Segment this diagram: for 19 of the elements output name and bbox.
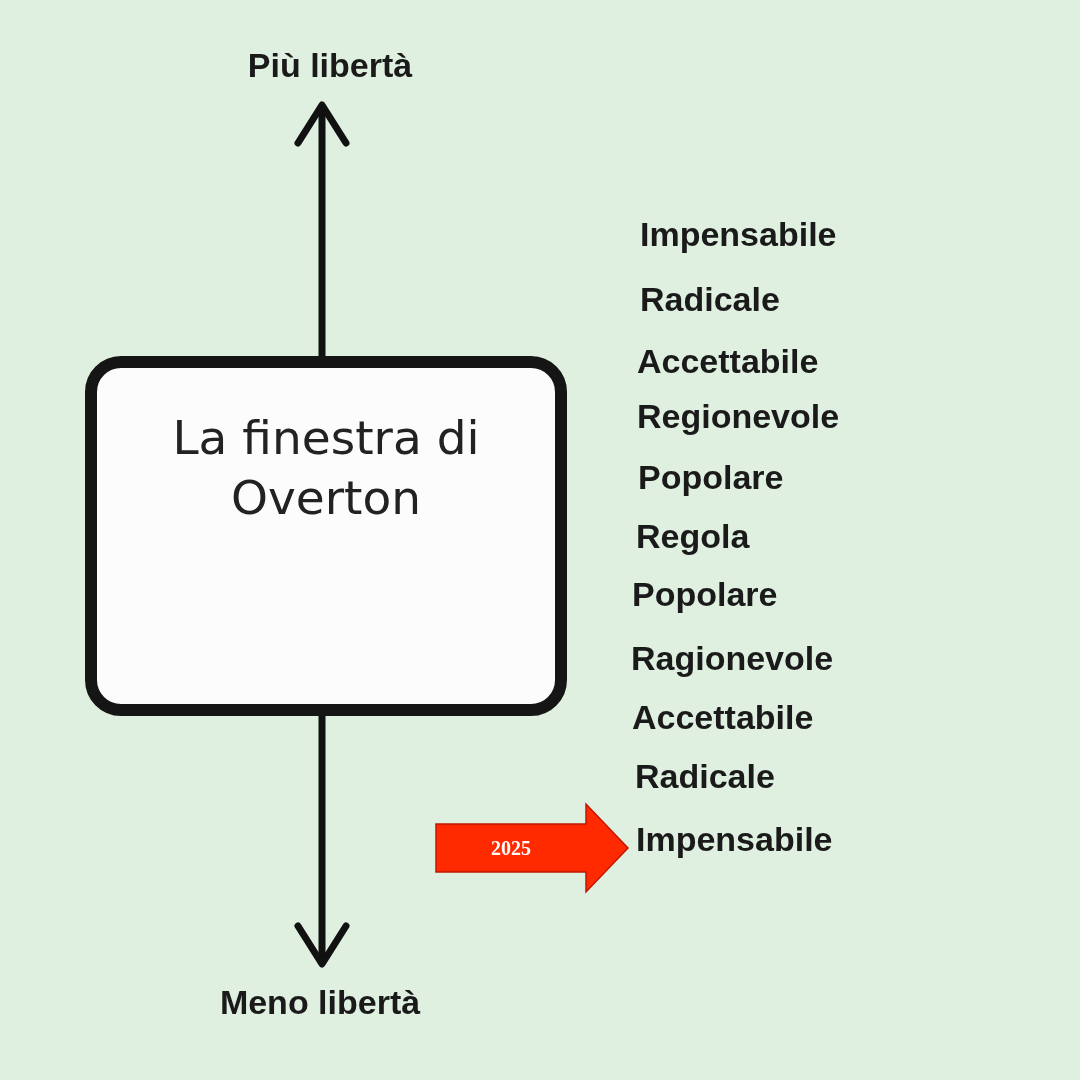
scale-label: Accettabile (637, 341, 819, 381)
scale-label: Impensabile (636, 819, 833, 859)
scale-label: Ragionevole (631, 638, 834, 678)
arrow (435, 802, 630, 894)
arrow (294, 716, 350, 968)
scale-label: Accettabile (632, 697, 814, 737)
scale-label: Radicale (640, 279, 780, 319)
scale-label: Impensabile (640, 214, 837, 254)
scale-label: Regola (636, 516, 750, 556)
axis-label: Più libertà (200, 45, 460, 85)
scale-label: Popolare (638, 457, 784, 497)
scale-label: Popolare (632, 574, 778, 614)
axis-label: Meno libertà (160, 982, 480, 1022)
window-title: La finestra di Overton (171, 409, 481, 527)
edge-label: 2025 (491, 836, 531, 860)
scale-label: Radicale (635, 756, 775, 796)
arrow (294, 101, 350, 356)
window-box (85, 356, 567, 716)
scale-label: Regionevole (637, 396, 840, 436)
